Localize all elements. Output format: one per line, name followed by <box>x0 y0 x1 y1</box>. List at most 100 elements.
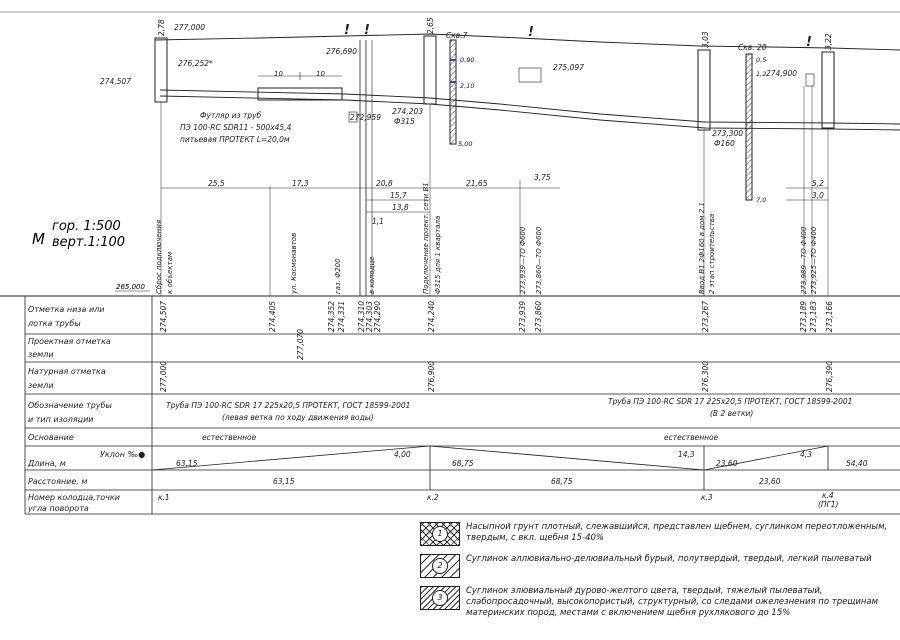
vlabel-2: к объектам <box>166 251 174 294</box>
legend-item: 3 Суглинок элювиальный дурово-желтого цв… <box>420 586 890 619</box>
mark-272959: 272,959 <box>350 113 381 122</box>
scale-m: М <box>32 230 45 248</box>
pipe-line-bottom <box>159 95 900 131</box>
row-design-2: земли <box>28 350 54 359</box>
bottom-value: 273,183 <box>809 301 818 332</box>
vlabel-to400-2: 273,925—ТО Ф400 <box>810 226 818 294</box>
vlabel-input-2: 2 этап строительства <box>708 214 716 294</box>
length-value: 68,75 <box>452 459 474 468</box>
dim-157: 15,7 <box>390 191 407 200</box>
base-value: естественное <box>664 433 719 442</box>
vlabel-to600-2: 273,860—ТО Ф600 <box>535 226 543 294</box>
hatch-symbol-3: 3 <box>420 586 460 610</box>
dim-138: 13,8 <box>392 203 409 212</box>
depth-278: 2,78 <box>157 19 166 36</box>
well-number: к.2 <box>427 493 439 502</box>
legend-item: 1 Насыпной грунт плотный, слежавшийся, п… <box>420 522 890 546</box>
dim-11: 1,1 <box>372 217 384 226</box>
bottom-value: 273,166 <box>825 301 834 332</box>
vlabel-1: Сброс подключения <box>155 220 163 294</box>
hatch-symbol-2: 2 <box>420 554 460 578</box>
soil-legend: 1 Насыпной грунт плотный, слежавшийся, п… <box>420 522 890 627</box>
bottom-value: 274,352 <box>327 301 336 332</box>
well-1 <box>154 37 168 103</box>
mark-d315: Ф315 <box>394 117 415 126</box>
well-number: к.1 <box>158 493 170 502</box>
slope-value: 14,3 <box>678 450 695 459</box>
vlabel-to400-1: 273,989—ТО Ф400 <box>800 226 808 294</box>
legend-num: 3 <box>432 590 448 606</box>
mark-277000: 277,000 <box>174 23 205 32</box>
depth-303: 3,03 <box>701 31 710 48</box>
row-distance: Расстояние, м <box>28 477 87 486</box>
well-number: (ПГ1) <box>818 500 839 509</box>
vlabel-input-1: Ввод В1 2Ф160 в дом 2.1 <box>698 202 706 294</box>
depth-090: 0,90 <box>460 56 474 64</box>
bottom-value: 273,939 <box>518 301 527 332</box>
warning-mark-1: ! <box>344 23 350 38</box>
sleeve-label-2: ПЭ 100-RC SDR11 - 500х45,4 <box>180 123 292 132</box>
row-design-1: Проектная отметка <box>28 337 111 346</box>
legend-num: 2 <box>432 558 448 574</box>
mark-d160: Ф160 <box>714 139 735 148</box>
sleeve-label-3: питьевая ПРОТЕКТ L=20,0м <box>180 135 290 144</box>
well-number: к.4 <box>822 491 834 500</box>
natural-value: 276,390 <box>825 361 834 392</box>
datum-label: 265,000 <box>116 283 145 291</box>
row-natural-2: земли <box>28 381 54 390</box>
well-3 <box>697 49 711 131</box>
dim-2165: 21,65 <box>466 179 488 188</box>
distance-value: 68,75 <box>551 477 573 486</box>
row-base: Основание <box>28 433 74 442</box>
length-value: 54,40 <box>846 459 868 468</box>
length-value: 63,15 <box>176 459 198 468</box>
depth-265: 2,65 <box>426 17 435 34</box>
depth-322: 3,22 <box>824 33 833 50</box>
depth-05: 0,5 <box>756 56 766 64</box>
legend-item: 2 Суглинок аллювиально-делювиальный буры… <box>420 554 890 578</box>
mark-276252: 276,252* <box>178 59 213 68</box>
bottom-value: 273,860 <box>534 301 543 332</box>
sleeve-label-1: Футляр из труб <box>200 111 262 120</box>
warning-mark-3: ! <box>528 25 534 40</box>
profile-drawing: 277,000 276,252* 274,507 276,690 274,203… <box>0 11 900 515</box>
skv-20: Скв. 20 <box>738 43 767 52</box>
distance-value: 23,60 <box>759 477 781 486</box>
pipe-line-top <box>159 89 900 125</box>
sleeve-dim-b: 10 <box>316 70 325 78</box>
vlabel-conn-2: Ф315 для 1 квартала <box>434 216 442 294</box>
pipe-left-desc: Труба ПЭ 100-RC SDR 17 225х20,5 ПРОТЕКТ,… <box>166 401 410 410</box>
row-length: Длина, м <box>27 459 66 468</box>
vlabel-gas: газ. Ф200 <box>334 258 342 294</box>
row-bottom-1: Отметка низа или <box>28 305 105 314</box>
slope-value: 4,3 <box>800 450 812 459</box>
pipe-right-branch: (В 2 ветки) <box>710 409 753 418</box>
mark-273300: 273,300 <box>712 129 743 138</box>
legend-text: Насыпной грунт плотный, слежавшийся, пре… <box>466 522 888 543</box>
hatch-symbol-1: 1 <box>420 522 460 546</box>
row-pipe-2: и тип изоляции <box>28 415 94 424</box>
slope-value: 4,00 <box>394 450 411 459</box>
vlabel-well: в колодце <box>368 256 376 294</box>
scale-hor: гор. 1:500 <box>52 219 121 234</box>
mark-274203: 274,203 <box>392 107 423 116</box>
bottom-value: 274,290 <box>373 301 382 332</box>
borehole-7 <box>449 39 457 145</box>
row-well-1: Номер колодца,точки <box>28 493 120 502</box>
bottom-value: 273,267 <box>701 301 710 332</box>
base-value: естественное <box>202 433 257 442</box>
pipe-right-desc: Труба ПЭ 100-RC SDR 17 225х20,5 ПРОТЕКТ,… <box>608 397 852 406</box>
well-2 <box>423 35 437 105</box>
skv-7: Скв.7 <box>446 31 468 40</box>
vlabel-conn-1: Подключение проект. сети В1 <box>422 182 430 294</box>
warning-mark-4: ! <box>806 35 812 50</box>
dim-375: 3,75 <box>534 173 551 182</box>
row-bottom-2: лотка трубы <box>27 319 81 328</box>
dim-173: 17,3 <box>292 179 309 188</box>
dim-30: 3,0 <box>812 191 824 200</box>
design-value: 277,070 <box>296 329 305 360</box>
depth-210: 2,10 <box>460 82 474 90</box>
row-slope: Уклон ‰● <box>100 450 145 459</box>
depth-70: 7,0 <box>756 196 766 204</box>
vlabel-street: ул. Космонавтов <box>290 233 298 295</box>
